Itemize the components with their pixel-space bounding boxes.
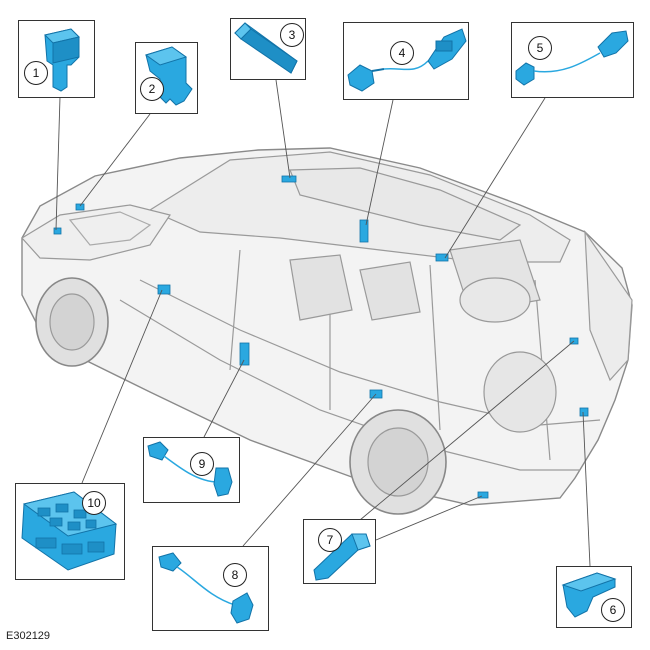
location-marker xyxy=(239,342,250,366)
location-marker xyxy=(157,284,171,295)
callout-number: 8 xyxy=(223,563,247,587)
callout-number: 1 xyxy=(24,61,48,85)
leader-line-1 xyxy=(55,96,61,231)
leader-line-5 xyxy=(444,97,546,259)
callout-number: 6 xyxy=(601,598,625,622)
leader-lines xyxy=(55,79,591,567)
leader-line-2 xyxy=(79,113,151,207)
callout-number: 7 xyxy=(318,528,342,552)
callout-1: 1 xyxy=(18,20,95,98)
leader-line-4 xyxy=(365,99,394,226)
callout-9: 9 xyxy=(143,437,240,503)
bracket-module-icon xyxy=(313,533,371,581)
leader-line-9 xyxy=(203,359,245,438)
callout-6: 6 xyxy=(556,566,632,628)
callout-4: 4 xyxy=(343,22,469,100)
location-marker xyxy=(281,175,297,183)
callout-number: 9 xyxy=(190,452,214,476)
leader-line-7a xyxy=(359,340,575,521)
bar-module-icon xyxy=(234,22,298,74)
bracket-module-icon xyxy=(561,572,617,618)
figure-reference: E302129 xyxy=(6,630,51,642)
sensor-block-icon xyxy=(44,28,80,92)
callout-number: 3 xyxy=(280,23,304,47)
leader-line-7b xyxy=(375,495,483,541)
location-marker xyxy=(53,227,62,235)
location-marker xyxy=(75,203,85,211)
leader-line-3 xyxy=(275,79,291,179)
control-module-icon xyxy=(21,491,118,571)
callout-8: 8 xyxy=(152,546,269,631)
callout-number: 5 xyxy=(528,36,552,60)
location-marker xyxy=(359,219,369,243)
harness-sensor-icon xyxy=(347,28,467,92)
callout-10: 10 xyxy=(15,483,125,580)
leader-line-8 xyxy=(242,393,377,547)
callout-7: 7 xyxy=(303,519,376,584)
leader-line-10 xyxy=(81,289,163,484)
callout-number: 2 xyxy=(140,77,164,101)
callout-5: 5 xyxy=(511,22,634,98)
location-marker xyxy=(477,491,489,499)
harness-sensor-icon xyxy=(515,30,629,86)
harness-sensor-icon xyxy=(158,552,254,624)
callout-3: 3 xyxy=(230,18,306,80)
leader-line-6 xyxy=(582,411,591,567)
callout-2: 2 xyxy=(135,42,198,114)
location-marker xyxy=(579,407,589,417)
harness-sensor-icon xyxy=(147,441,233,497)
callout-number: 4 xyxy=(390,41,414,65)
vehicle-illustration xyxy=(21,147,633,515)
bracket-module-icon xyxy=(144,46,193,106)
location-marker xyxy=(435,253,449,262)
callout-number: 10 xyxy=(82,491,106,515)
